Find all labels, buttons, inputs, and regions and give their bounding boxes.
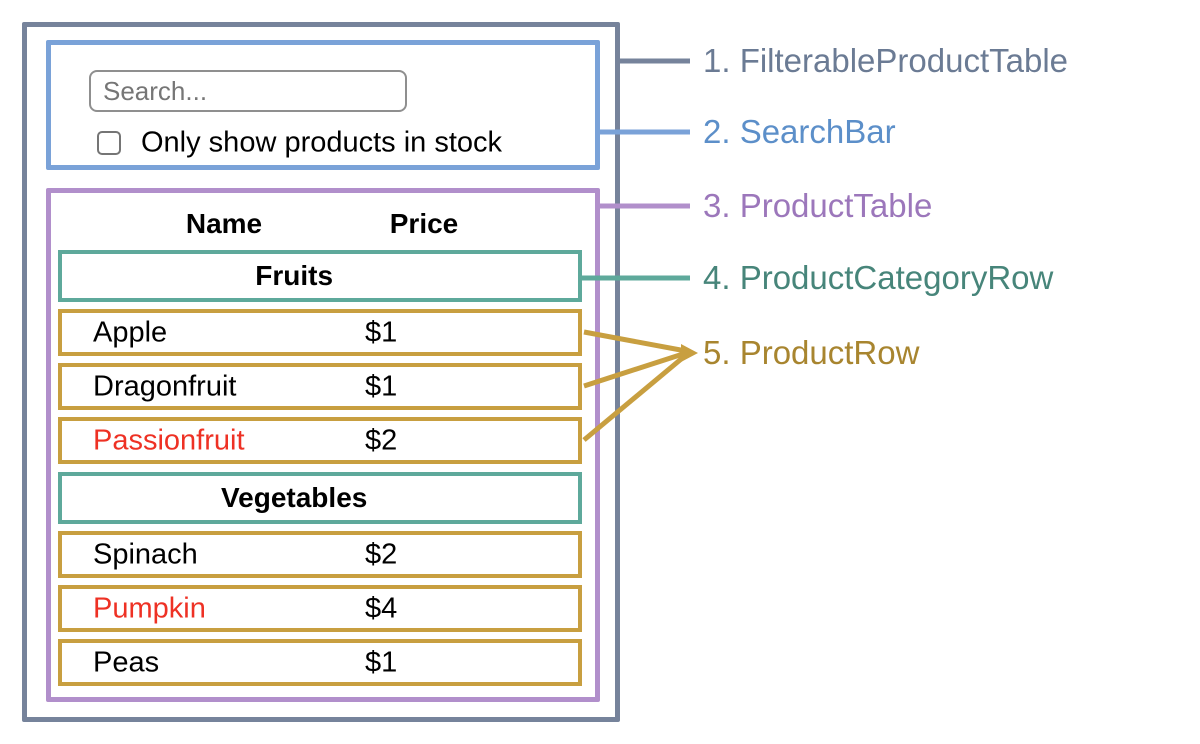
product-name: Pumpkin <box>93 592 206 624</box>
product-name: Peas <box>93 646 160 678</box>
product-price: $1 <box>365 370 398 402</box>
product-row-spinach: Spinach $2 <box>58 531 582 578</box>
product-row-apple: Apple $1 <box>58 309 582 356</box>
product-row-passionfruit: Passionfruit $2 <box>58 417 582 464</box>
product-name: Dragonfruit <box>93 370 237 402</box>
product-price: $2 <box>365 424 398 456</box>
label-product-category-row: 4. ProductCategoryRow <box>703 259 1054 296</box>
column-header-price: Price <box>389 208 459 239</box>
product-price: $2 <box>365 538 398 570</box>
in-stock-checkbox-label: Only show products in stock <box>141 126 503 159</box>
label-product-table: 3. ProductTable <box>703 187 933 224</box>
product-row-peas: Peas $1 <box>58 639 582 686</box>
label-search-bar: 2. SearchBar <box>703 113 896 150</box>
category-label: Vegetables <box>221 482 368 513</box>
product-category-row-vegetables: Vegetables <box>58 472 582 524</box>
product-row-dragonfruit: Dragonfruit $1 <box>58 363 582 410</box>
product-price: $1 <box>365 646 398 678</box>
arrowhead-product-row <box>681 344 698 362</box>
label-filterable-product-table: 1. FilterableProductTable <box>703 42 1069 79</box>
label-product-row: 5. ProductRow <box>703 334 920 371</box>
product-name: Passionfruit <box>93 424 245 456</box>
product-name: Spinach <box>93 538 198 570</box>
product-row-pumpkin: Pumpkin $4 <box>58 585 582 632</box>
product-name: Apple <box>93 316 168 348</box>
in-stock-checkbox[interactable] <box>97 131 121 155</box>
column-header-name: Name <box>185 208 263 239</box>
search-input[interactable] <box>89 70 407 112</box>
product-category-row-fruits: Fruits <box>58 250 582 302</box>
category-label: Fruits <box>255 260 334 291</box>
product-price: $1 <box>365 316 398 348</box>
product-price: $4 <box>365 592 398 624</box>
